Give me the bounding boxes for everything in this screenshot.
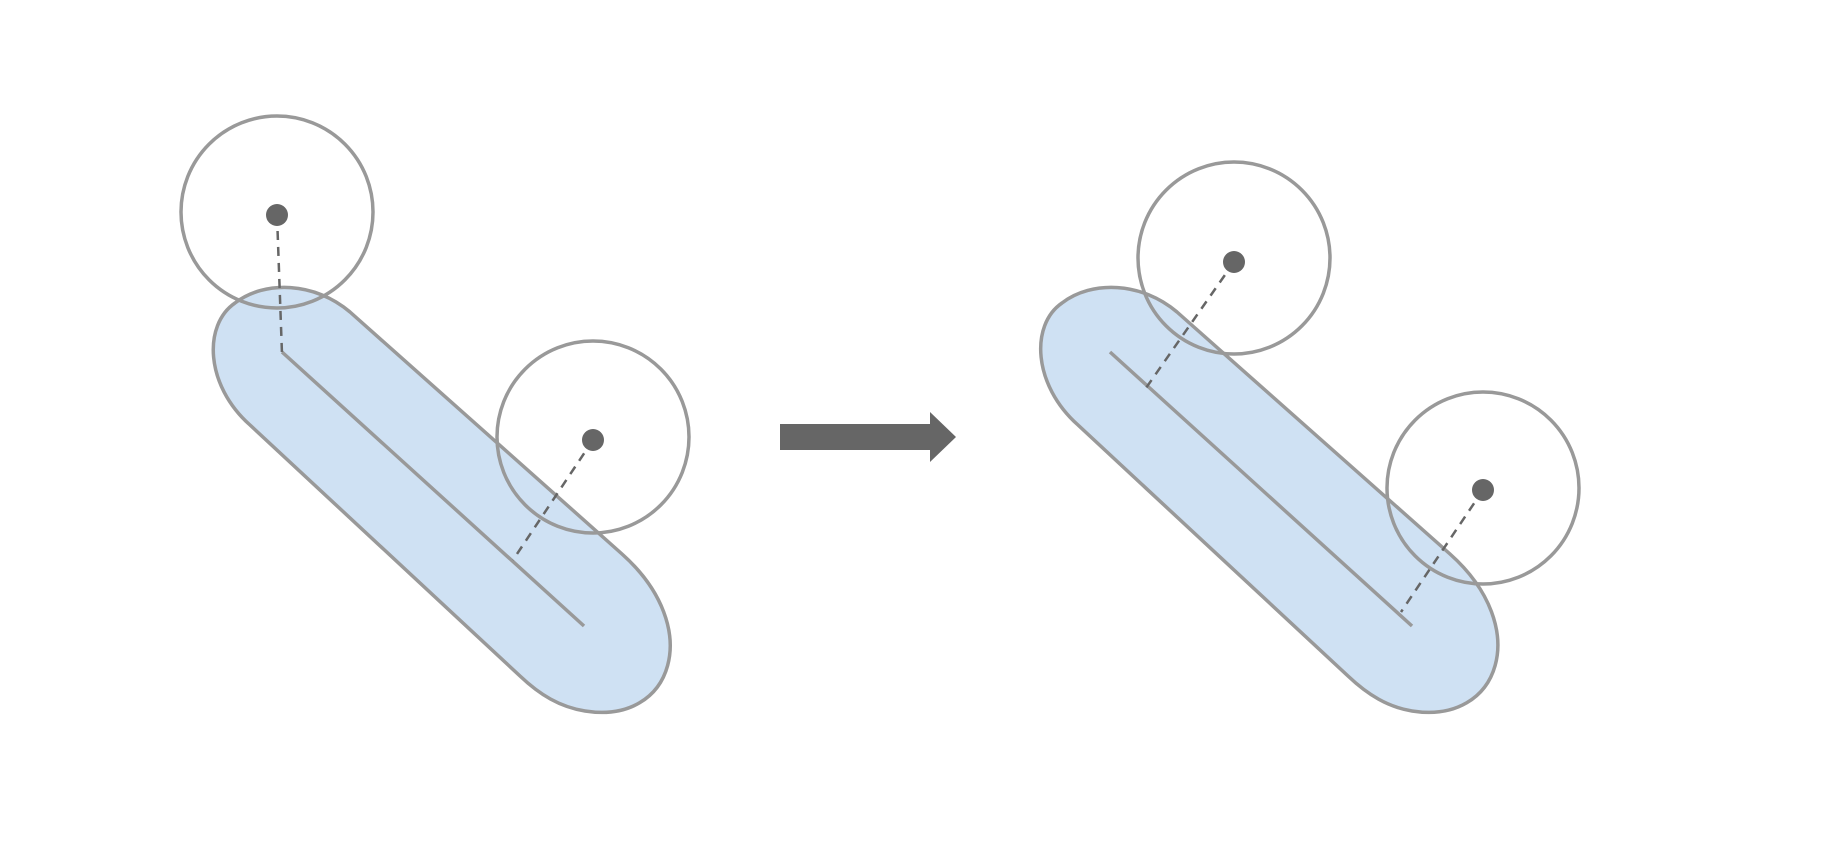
circle-top-before [179,114,375,310]
circle-right-after [1385,390,1581,586]
circle-top-after [1136,160,1332,356]
projection-line-top-after [1144,261,1236,389]
panel-after [1038,160,1581,715]
capsule-axis-after [1108,350,1414,628]
center-dot-top-before [266,204,288,226]
center-dot-top-after [1223,251,1245,273]
projection-line-right-after [1399,489,1485,613]
capsule-axis-before [280,350,586,628]
panel-before [179,114,691,715]
right-arrow-icon [780,412,956,462]
circle-right-before [495,339,691,535]
center-dot-right-after [1472,479,1494,501]
projection-line-top-before [275,214,284,355]
projection-line-right-before [511,439,595,561]
center-dot-right-before [582,429,604,451]
capsule-after [1038,285,1500,715]
